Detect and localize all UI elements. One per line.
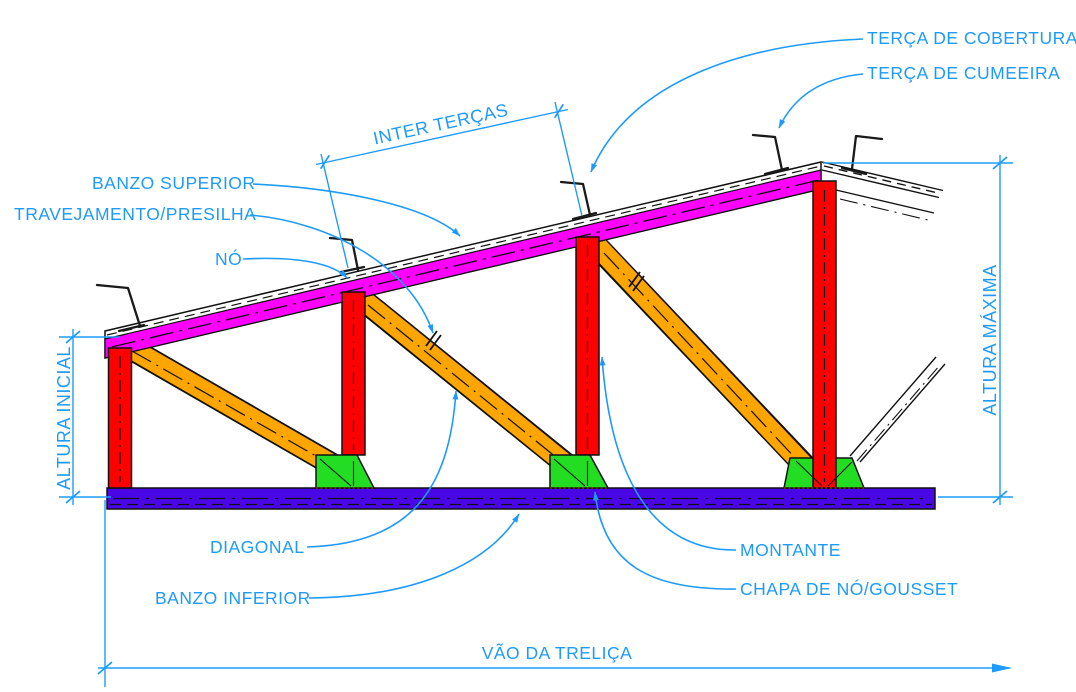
inter-tercas-dim-line: [315, 108, 569, 166]
presilha-tick-d3a: [632, 275, 645, 292]
presilha-ticks: [425, 271, 645, 351]
diagonal-1-centerline: [131, 350, 331, 465]
label-montante: MONTANTE: [740, 540, 841, 560]
diagonal-member-3: [581, 230, 817, 478]
leader-banzo-superior: [252, 183, 461, 237]
presilha-tick-d2a: [429, 334, 442, 351]
inter-tercas-tick-right: [553, 103, 565, 119]
back-diagonal-centerline: [856, 364, 941, 462]
gusset-plate-4-right: [835, 457, 866, 489]
diagonal-3-body: [583, 232, 815, 476]
label-no: NÓ: [215, 248, 242, 269]
top-chord: [104, 161, 822, 359]
diagonal-2-centerline: [367, 304, 563, 463]
diagonals: [112, 230, 817, 480]
back-slope-centerline: [839, 198, 929, 221]
altura-maxima-tick-bottom: [992, 490, 1008, 504]
label-inter-tercas: INTER TERÇAS: [371, 100, 510, 149]
back-slope-dashed: [823, 165, 941, 195]
dimension-altura-inicial: [59, 329, 120, 505]
purlin-clip-1: [95, 283, 146, 333]
back-slope-outline: [821, 161, 946, 463]
top-chord-flange-dashed-line: [106, 165, 820, 336]
altura-inicial-tick-bottom: [65, 490, 81, 504]
presilha-tick-d3b: [628, 271, 641, 288]
back-diagonal-edge-2: [859, 363, 946, 463]
vao-tick-left: [97, 661, 113, 675]
bottom-chord: [106, 487, 936, 510]
gusset-plates: [315, 454, 866, 489]
altura-maxima-tick-top: [992, 156, 1008, 170]
back-slope-top-edge: [821, 161, 944, 192]
purlin-clip-4-cumeeira: [751, 133, 790, 176]
inter-tercas-ext-1: [320, 153, 349, 269]
leader-banzo-inferior: [308, 513, 520, 599]
back-diagonal-edge-1: [849, 356, 937, 457]
label-travejamento-presilha: TRAVEJAMENTO/PRESILHA: [14, 204, 256, 224]
purlin-clips: [95, 133, 884, 333]
label-diagonal: DIAGONAL: [210, 537, 304, 557]
inter-tercas-tick-left: [319, 154, 331, 170]
label-vao-da-trelica: VÃO DA TRELIÇA: [482, 642, 633, 663]
inter-tercas-ext-2: [554, 101, 583, 217]
diagonal-member-1: [112, 330, 346, 480]
altura-inicial-tick-top: [65, 330, 81, 344]
dimension-vao-da-trelica: [97, 500, 1012, 687]
montantes: [107, 180, 837, 489]
leader-diagonal: [306, 390, 459, 548]
gusset-plate-2: [315, 454, 376, 489]
montante-1: [107, 347, 133, 489]
vao-arrow-right: [992, 663, 1012, 673]
back-slope-bottom-edge: [835, 189, 935, 214]
gusset-4-line: [795, 460, 823, 487]
leader-no: [242, 257, 348, 279]
leader-travejamento-presilha: [249, 214, 434, 334]
purlin-clip-3: [559, 180, 598, 221]
label-banzo-superior: BANZO SUPERIOR: [92, 173, 256, 193]
dimension-altura-maxima: [823, 155, 1013, 505]
top-chord-centerline: [111, 179, 819, 348]
gusset-4-line2: [827, 461, 853, 487]
label-altura-maxima: ALTURA MÁXIMA: [980, 264, 1000, 415]
gusset-2-line: [319, 458, 352, 487]
label-banzo-inferior: BANZO INFERIOR: [155, 588, 311, 608]
leader-lines: [242, 38, 864, 599]
label-altura-inicial: ALTURA INICIAL: [54, 346, 74, 490]
diagonal-2-body: [347, 284, 578, 477]
label-terca-de-cumeeira: TERÇA DE CUMEEIRA: [867, 63, 1060, 83]
leader-montante: [599, 356, 737, 551]
presilha-tick-d2b: [425, 330, 438, 347]
label-terca-de-cobertura: TERÇA DE COBERTURA: [867, 28, 1076, 48]
diagonal-member-2: [345, 282, 580, 479]
back-slope-flange-edge: [821, 169, 940, 199]
leader-chapa-de-no: [592, 491, 737, 590]
leader-terca-de-cumeeira: [778, 73, 864, 129]
annotation-labels: TERÇA DE COBERTURA TERÇA DE CUMEEIRA INT…: [14, 28, 1076, 663]
label-chapa-de-no-gousset: CHAPA DE NÓ/GOUSSET: [740, 578, 958, 599]
dimension-inter-tercas: [315, 101, 583, 269]
gusset-3-line: [553, 458, 586, 487]
gusset-plate-3: [549, 454, 610, 489]
leader-terca-de-cobertura: [590, 38, 864, 173]
diagonal-1-body: [114, 332, 344, 478]
